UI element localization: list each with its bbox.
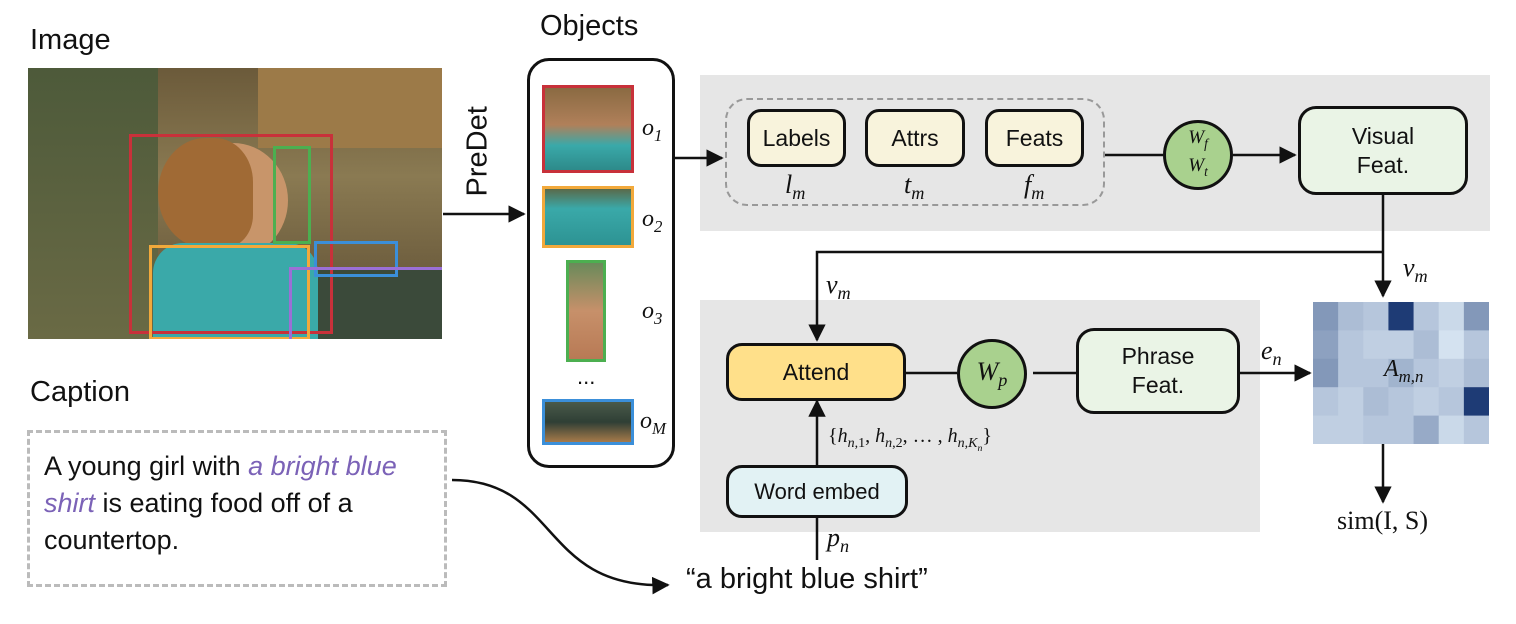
matrix-cell (1463, 330, 1489, 360)
v-m-left: vm (826, 270, 851, 304)
matrix-cell (1313, 415, 1339, 444)
matrix-cell (1313, 302, 1339, 331)
matrix-cell (1388, 358, 1415, 388)
weight-wf-wt-circle: Wf Wt (1163, 120, 1233, 190)
matrix-cell (1413, 302, 1440, 331)
matrix-cell (1413, 330, 1440, 360)
image-label: Image (30, 24, 111, 56)
object-ellipsis: ... (577, 364, 596, 389)
matrix-cell (1338, 330, 1364, 360)
object-crop-M (542, 399, 634, 445)
phrase-feat-box: Phrase Feat. (1076, 328, 1240, 414)
matrix-cell (1413, 358, 1440, 388)
attend-box: Attend (726, 343, 906, 401)
matrix-cell (1313, 387, 1339, 417)
matrix-cell (1463, 302, 1489, 331)
matrix-cell (1463, 358, 1489, 388)
sim-label: sim(I, S) (1337, 506, 1428, 535)
visual-feat-box: Visual Feat. (1298, 106, 1468, 195)
input-photo (28, 68, 442, 339)
bbox-purple (289, 267, 442, 339)
matrix-cell (1388, 302, 1415, 331)
matrix-cell (1363, 387, 1389, 417)
bbox-green (273, 146, 311, 244)
matrix-cell (1363, 330, 1389, 360)
matrix-cell (1338, 358, 1364, 388)
bbox-blue (314, 241, 398, 277)
object-crop-2 (542, 186, 634, 248)
matrix-cell (1438, 302, 1465, 331)
e-n-label: en (1261, 336, 1282, 370)
caption-text: A young girl with a bright blue shirt is… (44, 451, 397, 555)
caption-box (27, 430, 447, 587)
matrix-cell (1338, 302, 1364, 331)
labels-box: Labels (747, 109, 846, 167)
matrix-cell (1463, 415, 1489, 444)
matrix-cell (1388, 387, 1415, 417)
attrs-box: Attrs (865, 109, 965, 167)
matrix-cell (1338, 387, 1364, 417)
object-crop-1 (542, 85, 634, 173)
label-l-m: lm (785, 170, 806, 204)
matrix-cell (1413, 387, 1440, 417)
label-t-m: tm (904, 170, 925, 204)
objects-container (527, 58, 675, 468)
matrix-cell (1438, 387, 1465, 417)
matrix-label: Am,n (1384, 356, 1424, 386)
matrix-cell (1438, 330, 1465, 360)
object-label-o2: o2 (642, 206, 663, 236)
matrix-cell (1438, 358, 1465, 388)
matrix-cell (1313, 330, 1339, 360)
object-label-o1: o1 (642, 115, 663, 145)
object-crop-3 (566, 260, 606, 362)
matrix-cell (1463, 387, 1489, 417)
object-label-o3: o3 (642, 298, 663, 328)
v-m-right: vm (1403, 253, 1428, 287)
objects-label: Objects (540, 10, 639, 42)
caption-label: Caption (30, 376, 130, 408)
feature-group (725, 98, 1105, 206)
matrix-cell (1388, 415, 1415, 444)
phrase-quote: “a bright blue shirt” (686, 563, 928, 595)
weight-wp-circle: Wp (957, 339, 1027, 409)
predet-label: PreDet (461, 106, 494, 197)
matrix-cell (1363, 358, 1389, 388)
matrix-cell (1363, 415, 1389, 444)
matrix-cell (1413, 415, 1440, 444)
feats-box: Feats (985, 109, 1084, 167)
object-label-oM: oM (640, 408, 666, 438)
bbox-red (129, 134, 333, 334)
matrix-cell (1363, 302, 1389, 331)
matrix-cell (1338, 415, 1364, 444)
caption-highlight: a bright blue shirt (44, 451, 397, 518)
word-embed-box: Word embed (726, 465, 908, 518)
p-n-label: pn (827, 523, 850, 557)
bbox-orange (149, 245, 310, 339)
similarity-matrix (1313, 302, 1489, 444)
h-set-label: {hn,1, hn,2, … , hn,Kn} (828, 425, 992, 454)
matrix-cell (1438, 415, 1465, 444)
matrix-cell (1388, 330, 1415, 360)
matrix-cell (1313, 358, 1339, 388)
label-f-m: fm (1024, 170, 1045, 204)
